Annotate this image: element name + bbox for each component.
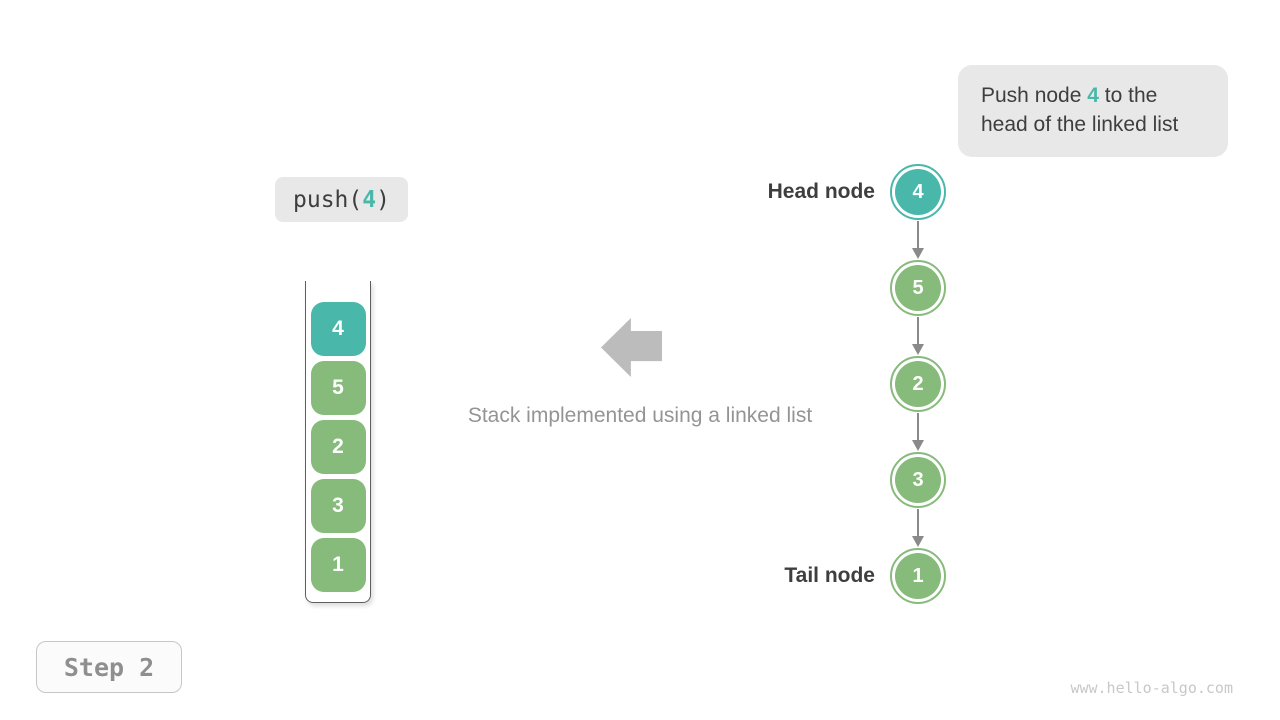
down-arrow-icon (911, 509, 925, 547)
node-value: 5 (895, 265, 941, 311)
diagram-caption: Stack implemented using a linked list (467, 404, 813, 427)
op-argument: 4 (362, 186, 377, 213)
stack-item: 4 (310, 302, 366, 356)
callout-text-part1: Push node (981, 84, 1088, 107)
node-value: 1 (895, 553, 941, 599)
callout-text-line2: head of the linked list (981, 113, 1179, 136)
linked-list-node: 3 (890, 452, 946, 508)
op-suffix: ) (376, 186, 390, 213)
step-badge: Step 2 (36, 641, 182, 693)
node-value: 3 (895, 457, 941, 503)
linked-list-node: 2 (890, 356, 946, 412)
node-value: 4 (895, 169, 941, 215)
stack-container: 4 5 2 3 1 (305, 281, 371, 603)
linked-list-node: 5 (890, 260, 946, 316)
left-arrow-icon (601, 318, 662, 377)
node-value: 2 (895, 361, 941, 407)
op-prefix: push( (293, 186, 363, 213)
push-operation-label: push(4) (275, 177, 408, 222)
linked-list-node: 4 (890, 164, 946, 220)
down-arrow-icon (911, 221, 925, 259)
stack-item: 5 (310, 361, 366, 415)
linked-list-node: 1 (890, 548, 946, 604)
tail-node-label: Tail node (784, 564, 875, 587)
callout-highlight-value: 4 (1087, 84, 1099, 107)
push-note-callout: Push node 4 to the head of the linked li… (958, 65, 1228, 157)
stack-item: 1 (310, 538, 366, 592)
down-arrow-icon (911, 317, 925, 355)
watermark: www.hello-algo.com (1070, 679, 1233, 697)
stack-item: 2 (310, 420, 366, 474)
stack-item: 3 (310, 479, 366, 533)
head-node-label: Head node (767, 180, 875, 203)
down-arrow-icon (911, 413, 925, 451)
callout-text-part2: to the (1098, 84, 1158, 107)
